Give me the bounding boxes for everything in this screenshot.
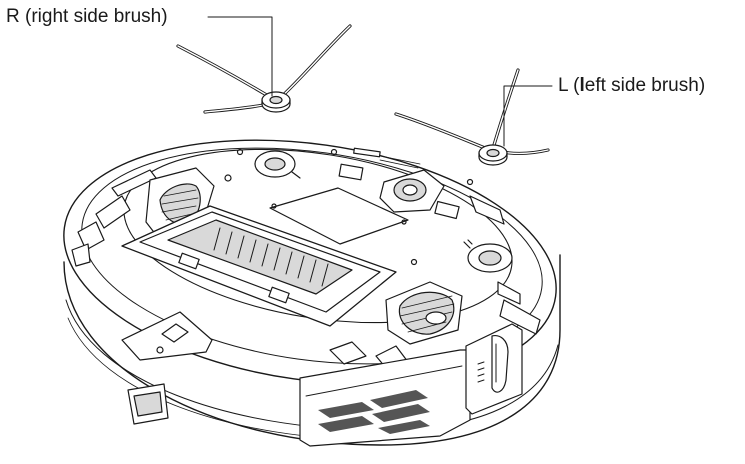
robot-body: [63, 139, 561, 447]
left-label-emphasis: l: [579, 75, 585, 96]
right-side-brush-label: R (right side brush): [6, 6, 168, 27]
left-brush-mount: [463, 239, 513, 273]
left-side-brush: [394, 68, 550, 166]
dust-bin: [299, 349, 471, 447]
side-latch: [465, 323, 523, 415]
right-brush-mount: [254, 150, 301, 179]
front-left-port: [127, 383, 169, 425]
battery-cover: [269, 187, 409, 245]
right-side-brush: [176, 24, 352, 114]
left-brush-leader: [503, 85, 553, 147]
left-label-suffix: eft side brush): [584, 75, 706, 96]
right-brush-leader: [207, 16, 273, 97]
main-brush-housing: [121, 205, 397, 327]
left-side-brush-label: L (left side brush): [558, 76, 705, 95]
vent-grille: [318, 390, 430, 439]
caster-wheel: [379, 169, 445, 213]
right-drive-wheel: [385, 281, 463, 345]
left-label-prefix: L (: [558, 75, 580, 96]
